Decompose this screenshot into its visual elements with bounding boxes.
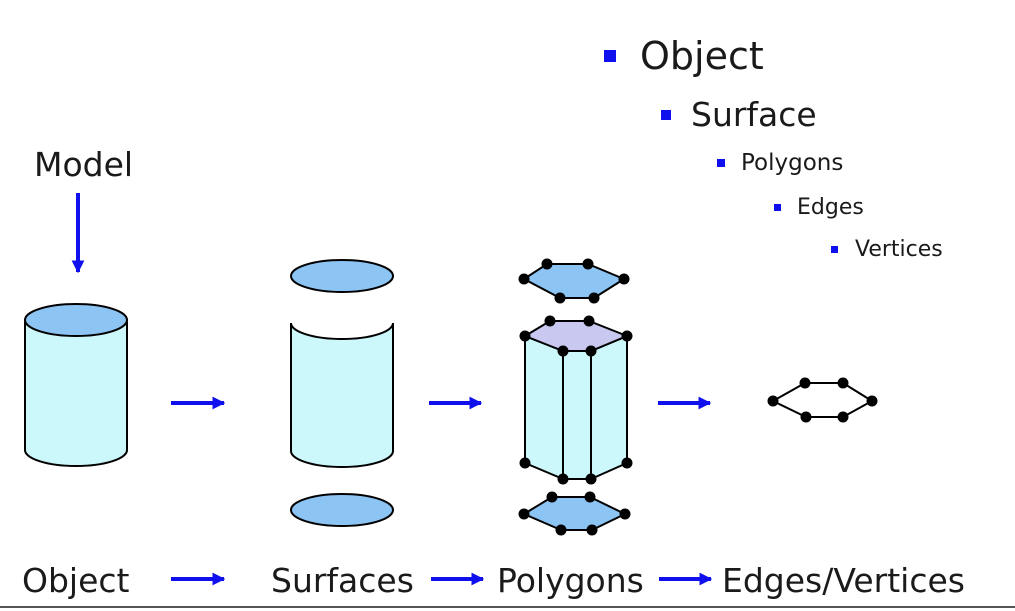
hierarchy-level5: Vertices xyxy=(831,237,943,262)
vertex-dot xyxy=(557,345,569,357)
vertex-dot xyxy=(582,258,594,270)
edges-hexagon xyxy=(770,382,874,418)
bottom-divider xyxy=(0,606,1015,608)
stage-label-edges-vertices: Edges/Vertices xyxy=(722,561,965,600)
bullet-icon xyxy=(774,204,781,211)
vertex-dot xyxy=(519,330,531,342)
bullet-icon xyxy=(661,109,671,120)
hierarchy-level1: Object xyxy=(604,34,764,78)
hierarchy-level3: Polygons xyxy=(717,150,843,176)
vertex-dot xyxy=(541,258,553,270)
hierarchy-level4-text: Edges xyxy=(797,195,864,220)
vertex-dot xyxy=(837,377,849,389)
vertex-dot xyxy=(618,273,630,285)
cylinder-surfaces xyxy=(290,259,394,527)
polygon-side-right xyxy=(590,334,628,481)
stage-label-surfaces: Surfaces xyxy=(271,561,414,600)
vertex-dot xyxy=(554,292,566,304)
surface-top-cap xyxy=(290,259,394,293)
bullet-icon xyxy=(831,246,838,253)
vertex-dot xyxy=(767,395,779,407)
vertex-dot xyxy=(588,292,600,304)
surface-bottom-cap xyxy=(290,493,394,527)
hierarchy-level2-text: Surface xyxy=(691,95,817,134)
surface-side xyxy=(290,322,394,468)
stage-label-object: Object xyxy=(22,561,130,600)
vertex-dot xyxy=(621,457,633,469)
polygon-top-hex xyxy=(522,263,627,299)
hierarchy-level1-text: Object xyxy=(640,34,764,78)
vertex-dot xyxy=(544,315,556,327)
vertex-dot xyxy=(799,377,811,389)
hierarchy-level2: Surface xyxy=(661,95,817,134)
hierarchy-level4: Edges xyxy=(774,195,864,220)
polygon-side-mid xyxy=(562,350,592,480)
vertex-dot xyxy=(586,524,598,536)
hierarchy-level5-text: Vertices xyxy=(855,237,943,262)
vertex-dot xyxy=(546,491,558,503)
vertex-dot xyxy=(584,491,596,503)
vertex-dots xyxy=(518,258,878,536)
vertex-dot xyxy=(621,330,633,342)
model-label: Model xyxy=(34,145,134,184)
polygon-side-left xyxy=(524,334,564,481)
vertex-dot xyxy=(518,508,530,520)
vertex-dot xyxy=(557,473,569,485)
vertex-dot xyxy=(555,524,567,536)
bullet-icon xyxy=(717,159,725,167)
stage-label-polygons: Polygons xyxy=(497,561,644,600)
vertex-dot xyxy=(866,395,878,407)
vertex-dot xyxy=(518,273,530,285)
vertex-dot xyxy=(519,457,531,469)
polygon-prism xyxy=(521,263,630,531)
vertex-dot xyxy=(619,508,631,520)
cylinder-object xyxy=(24,303,128,467)
bullet-icon xyxy=(604,50,616,62)
hierarchy-level3-text: Polygons xyxy=(741,150,844,176)
vertex-dot xyxy=(585,345,597,357)
vertex-dot xyxy=(585,473,597,485)
vertex-dot xyxy=(583,315,595,327)
vertex-dot xyxy=(800,411,812,423)
polygon-bottom-hex xyxy=(521,496,628,531)
vertex-dot xyxy=(837,411,849,423)
